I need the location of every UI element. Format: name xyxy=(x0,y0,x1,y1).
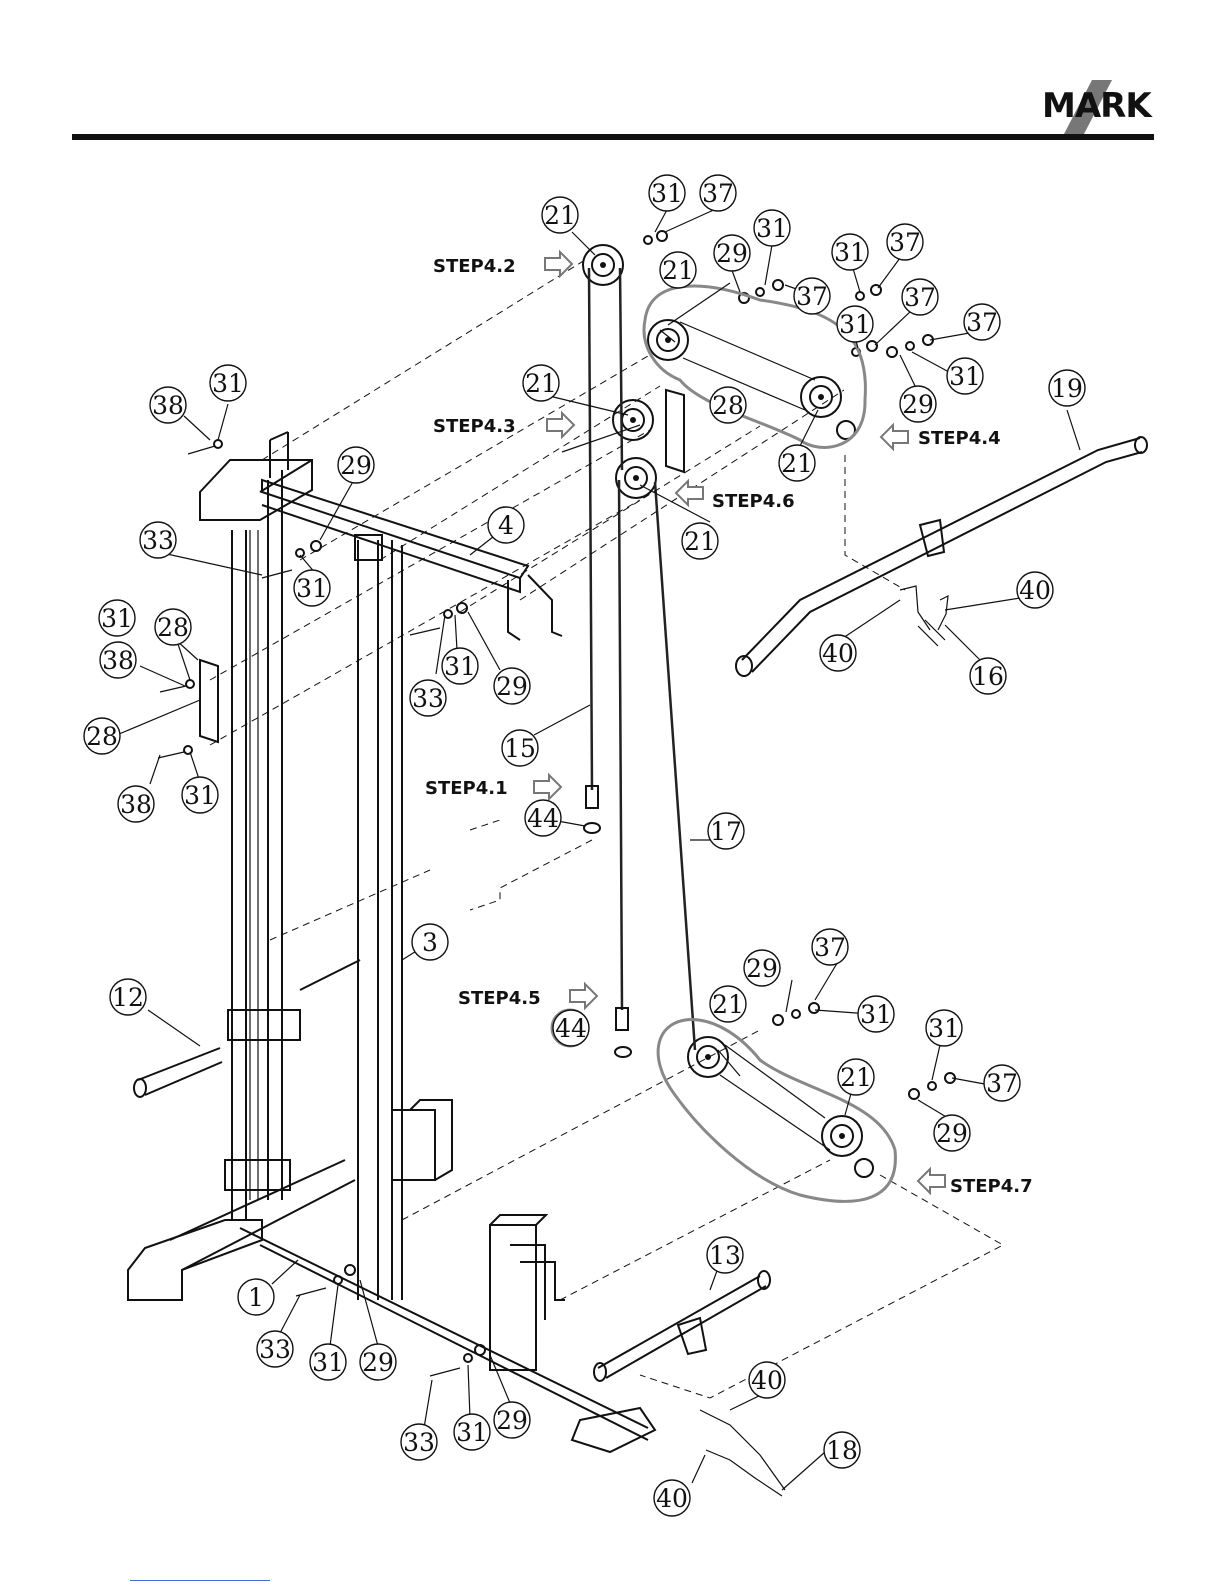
callout-number-13: 13 xyxy=(709,1241,741,1270)
pulleys xyxy=(583,245,873,1177)
callout-number-31: 31 xyxy=(949,362,981,391)
callout-number-44: 44 xyxy=(555,1014,587,1043)
step-label-4-5: STEP4.5 xyxy=(458,988,541,1009)
callout-number-21: 21 xyxy=(781,449,813,478)
callout-number-29: 29 xyxy=(362,1348,394,1377)
callout-number-21: 21 xyxy=(712,990,744,1019)
callout-number-21: 21 xyxy=(544,201,576,230)
callout-number-37: 37 xyxy=(966,308,998,337)
callout-number-3: 3 xyxy=(422,928,438,957)
callout-number-29: 29 xyxy=(340,451,372,480)
callout-number-16: 16 xyxy=(972,662,1004,691)
callout-number-29: 29 xyxy=(496,1406,528,1435)
callout-number-31: 31 xyxy=(296,574,328,603)
callout-number-31: 31 xyxy=(756,214,788,243)
callout-number-19: 19 xyxy=(1051,374,1083,403)
callout-number-33: 33 xyxy=(403,1428,435,1457)
callout-number-31: 31 xyxy=(212,369,244,398)
step-label-4-2: STEP4.2 xyxy=(433,256,516,277)
callout-number-33: 33 xyxy=(412,684,444,713)
callout-number-29: 29 xyxy=(936,1119,968,1148)
callout-number-1: 1 xyxy=(248,1283,264,1312)
callout-number-40: 40 xyxy=(822,639,854,668)
callout-number-31: 31 xyxy=(184,781,216,810)
frame xyxy=(128,390,684,1452)
handles xyxy=(594,437,1147,1496)
callout-number-31: 31 xyxy=(651,179,683,208)
step-label-4-1: STEP4.1 xyxy=(425,778,508,799)
callout-number-37: 37 xyxy=(702,179,734,208)
callout-number-33: 33 xyxy=(259,1335,291,1364)
callout-number-4: 4 xyxy=(498,511,514,540)
callout-number-37: 37 xyxy=(889,228,921,257)
callout-number-21: 21 xyxy=(525,369,557,398)
callout-number-17: 17 xyxy=(710,817,742,846)
callout-number-12: 12 xyxy=(112,983,144,1012)
callout-number-38: 38 xyxy=(152,391,184,420)
callout-number-29: 29 xyxy=(716,239,748,268)
callout-number-44: 44 xyxy=(527,804,559,833)
callout-number-29: 29 xyxy=(746,954,778,983)
step-label-4-6: STEP4.6 xyxy=(712,491,795,512)
callout-number-40: 40 xyxy=(1019,576,1051,605)
callout-number-37: 37 xyxy=(814,933,846,962)
callout-number-33: 33 xyxy=(142,526,174,555)
callout-number-31: 31 xyxy=(312,1348,344,1377)
callout-number-28: 28 xyxy=(712,391,744,420)
footer-link-underline xyxy=(130,1580,270,1581)
callout-number-29: 29 xyxy=(902,390,934,419)
callout-number-31: 31 xyxy=(444,652,476,681)
callout-number-38: 38 xyxy=(120,790,152,819)
callout-number-21: 21 xyxy=(684,527,716,556)
callout-number-37: 37 xyxy=(986,1069,1018,1098)
callout-number-21: 21 xyxy=(840,1063,872,1092)
callout-number-40: 40 xyxy=(656,1484,688,1513)
callout-number-31: 31 xyxy=(456,1418,488,1447)
callout-number-15: 15 xyxy=(504,734,536,763)
callout-number-40: 40 xyxy=(751,1366,783,1395)
callout-number-31: 31 xyxy=(101,604,133,633)
step-label-4-4: STEP4.4 xyxy=(918,428,1001,449)
callout-number-28: 28 xyxy=(157,613,189,642)
callout-number-18: 18 xyxy=(826,1436,858,1465)
alignment-lines xyxy=(210,260,1003,1398)
callout-number-31: 31 xyxy=(839,310,871,339)
step-label-4-3: STEP4.3 xyxy=(433,416,516,437)
callout-number-21: 21 xyxy=(662,256,694,285)
callout-number-28: 28 xyxy=(86,722,118,751)
callout-number-31: 31 xyxy=(834,238,866,267)
step-label-4-7: STEP4.7 xyxy=(950,1176,1033,1197)
callout-number-37: 37 xyxy=(904,283,936,312)
callout-number-29: 29 xyxy=(496,672,528,701)
callout-number-38: 38 xyxy=(102,646,134,675)
callout-number-31: 31 xyxy=(860,1000,892,1029)
callout-number-31: 31 xyxy=(928,1014,960,1043)
callout-number-37: 37 xyxy=(796,282,828,311)
